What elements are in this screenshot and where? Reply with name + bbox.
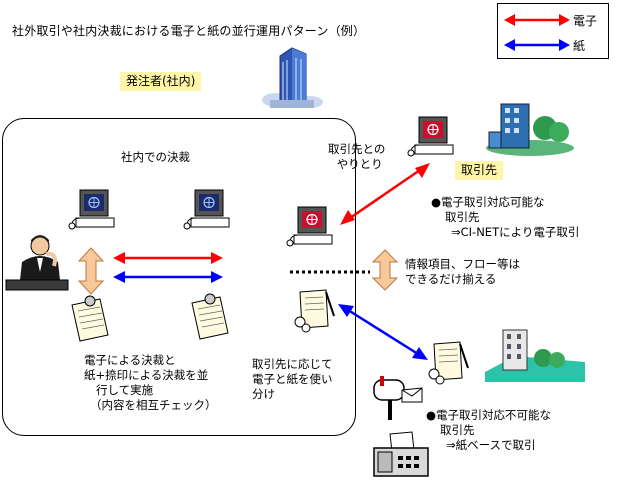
legend-item-paper: 紙 xyxy=(498,35,608,55)
legend-label-electronic: 電子 xyxy=(573,14,598,28)
parallel-approval-note: 電子による決裁と 紙+捺印による決裁を並 行して実施 （内容を相互チェック） xyxy=(84,353,217,413)
parallel-note-line-1: 電子による決裁と xyxy=(84,353,176,367)
building-trees-icon xyxy=(485,329,585,382)
legend-label-paper: 紙 xyxy=(573,39,586,53)
partner-exchange-label: 取引先との やりとり xyxy=(328,142,385,172)
building-trees-icon xyxy=(486,103,574,156)
orange-double-arrow xyxy=(77,247,105,295)
electronic-partner-note: ●電子取引対応可能な 取引先 ⇒CI-NETにより電子取引 xyxy=(431,195,579,240)
legend-electronic-arrow xyxy=(504,14,570,26)
paper-partner-line-1: ●電子取引対応不可能な xyxy=(426,408,552,422)
computer-icon xyxy=(68,189,115,230)
person-icon xyxy=(5,235,69,291)
paper-partner-line-3: ⇒紙ベースで取引 xyxy=(446,438,536,452)
electronic-partner-line-2: 取引先 xyxy=(445,210,480,224)
parallel-note-line-2: 紙+捺印による決裁を並 xyxy=(84,368,209,382)
partner-exchange-line-1: 取引先との xyxy=(328,142,386,156)
partner-exchange-line-2: やりとり xyxy=(336,157,383,171)
info-note-line-1: 情報項目、フロー等は xyxy=(405,257,520,271)
electronic-partner-line-1: ●電子取引対応可能な xyxy=(431,195,545,209)
paper-partner-line-2: 取引先 xyxy=(440,423,475,437)
document-icon xyxy=(71,295,109,342)
paper-partner-note: ●電子取引対応不可能な 取引先 ⇒紙ベースで取引 xyxy=(426,408,551,453)
document-icon xyxy=(191,293,229,340)
legend: 電子 紙 xyxy=(497,3,609,59)
legend-item-electronic: 電子 xyxy=(498,10,608,30)
partner-usage-line-1: 取引先に応じて xyxy=(252,357,333,371)
computer-icon xyxy=(286,206,333,247)
legend-paper-arrow xyxy=(504,39,570,51)
fax-icon xyxy=(373,431,429,477)
computer-icon xyxy=(407,116,454,157)
document-icon xyxy=(294,289,335,333)
partner-sign: 取引先 xyxy=(455,161,504,180)
page-title: 社外取引や社内決裁における電子と紙の並行運用パターン（例） xyxy=(12,24,366,38)
partner-electronic-arrow xyxy=(340,163,430,225)
mailbox-icon xyxy=(373,376,423,420)
partner-usage-note: 取引先に応じて 電子と紙を使い 分け xyxy=(252,357,333,402)
internal-approval-label: 社内での決裁 xyxy=(121,150,190,164)
paper-approval-arrow xyxy=(113,271,223,283)
office-building-icon xyxy=(262,47,323,108)
parallel-note-line-3: 行して実施 xyxy=(96,383,154,397)
partner-usage-line-2: 電子と紙を使い xyxy=(252,372,333,386)
partner-paper-arrow xyxy=(338,304,428,360)
electronic-approval-arrow xyxy=(113,252,223,264)
partner-usage-line-3: 分け xyxy=(252,387,275,401)
computer-icon xyxy=(183,189,230,230)
orange-double-arrow xyxy=(371,249,399,291)
document-icon xyxy=(428,341,469,385)
electronic-partner-line-3: ⇒CI-NETにより電子取引 xyxy=(451,225,580,239)
parallel-note-line-4: （内容を相互チェック） xyxy=(90,398,217,412)
info-note: 情報項目、フロー等は できるだけ揃える xyxy=(405,257,520,287)
dotted-separator xyxy=(290,270,370,274)
info-note-line-2: できるだけ揃える xyxy=(405,272,497,286)
orderer-sign: 発注者(社内) xyxy=(120,72,202,91)
